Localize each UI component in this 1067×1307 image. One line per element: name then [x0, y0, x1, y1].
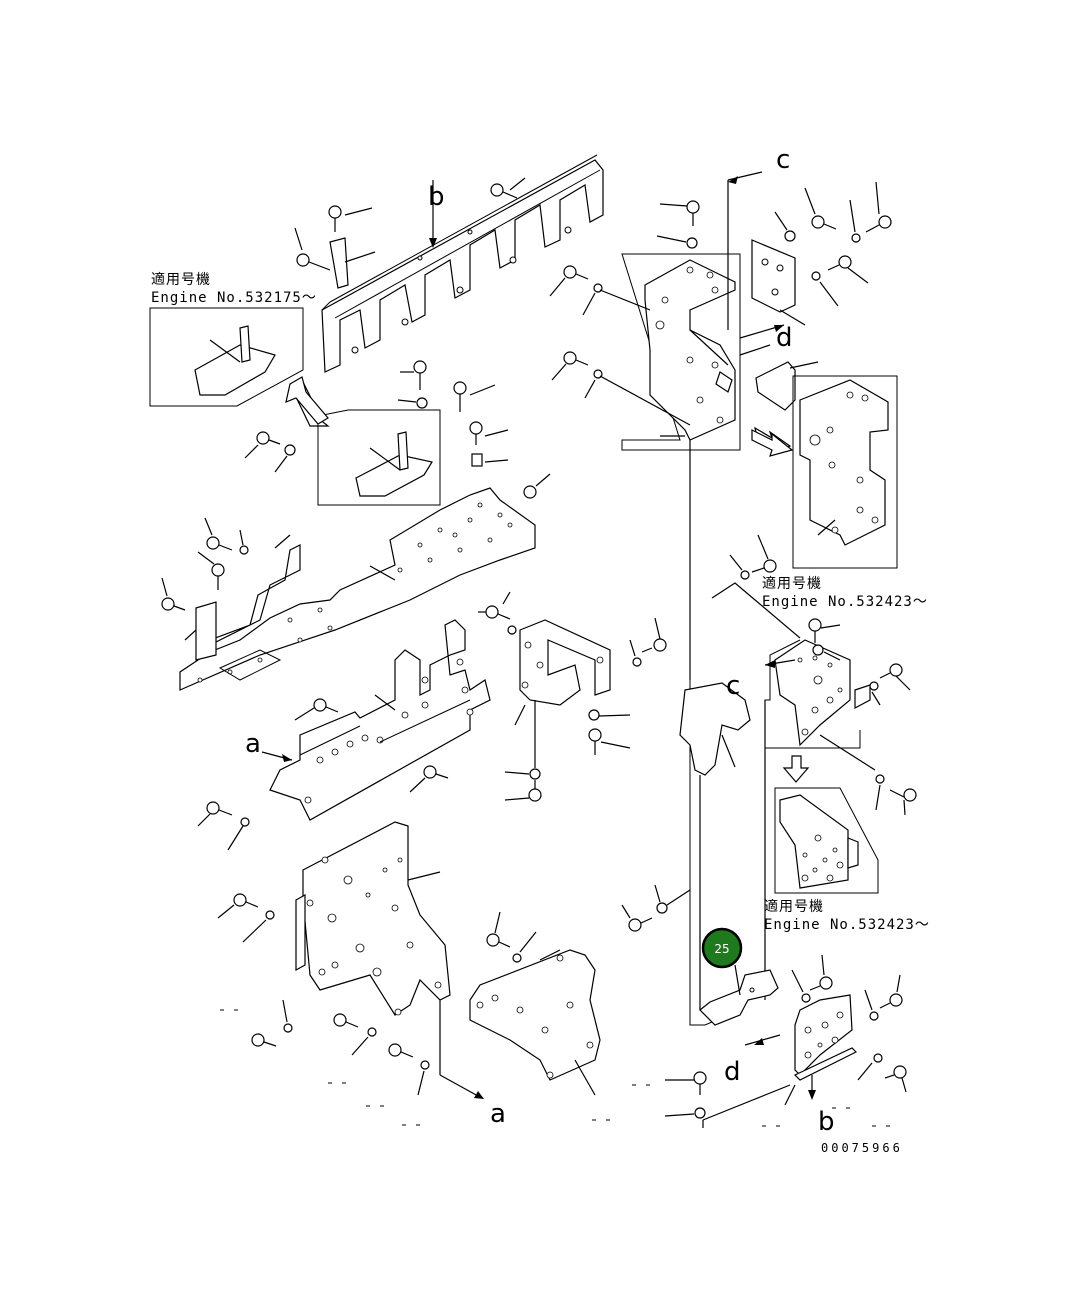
bolt-group-center — [244, 360, 551, 499]
note-2-en: Engine No.532423～ — [762, 594, 928, 610]
top-bracket — [321, 154, 604, 373]
lower-middle-plate — [469, 949, 601, 1096]
note-3-en: Engine No.532423～ — [764, 917, 930, 933]
letter-b-bottom: b — [818, 1107, 835, 1137]
center-bracket — [478, 591, 667, 802]
lower-left-plate — [295, 821, 451, 1016]
right-bottom-bracket — [621, 884, 907, 1128]
letter-a-left: a — [245, 729, 261, 759]
bolt-group-lower-left — [217, 893, 537, 1099]
letter-d-bottom: d — [724, 1057, 741, 1087]
dash-marks — [220, 1009, 890, 1127]
main-frame — [261, 619, 491, 821]
hollow-arrows — [285, 376, 794, 457]
inset-middle — [317, 409, 441, 506]
bolt-group-top — [294, 177, 526, 271]
callout-25[interactable]: 25 — [701, 927, 743, 969]
bent-plate-left — [184, 534, 301, 661]
letter-b-top: b — [428, 182, 445, 212]
hollow-down-arrow — [782, 755, 810, 783]
letter-c-top: c — [776, 145, 790, 175]
bolt-group-left-mid — [161, 517, 249, 611]
note-engine-532423-lower: 適用号機 Engine No.532423～ — [764, 898, 930, 933]
bolt-group-right-mid — [711, 534, 801, 639]
arrow-letters: a a b b c c d d — [245, 145, 835, 1137]
callout-label: 25 — [714, 942, 729, 956]
letter-c-mid: c — [726, 671, 740, 701]
letter-a-bottom: a — [490, 1099, 506, 1129]
letter-d-mid: d — [776, 323, 793, 353]
inset-engine-532175 — [149, 307, 330, 427]
upper-right-bolts — [739, 181, 892, 411]
right-mid-bracket — [764, 618, 917, 816]
note-engine-532423-upper: 適用号機 Engine No.532423～ — [762, 575, 928, 610]
top-clip — [329, 237, 376, 289]
note-3-jp: 適用号機 — [764, 898, 824, 915]
bolt-group-frame — [197, 698, 449, 851]
right-lower-bracket — [679, 680, 779, 1026]
inset-right-lower — [774, 787, 879, 894]
note-2-jp: 適用号機 — [762, 575, 822, 592]
upper-right-box — [549, 171, 771, 680]
note-engine-532175: 適用号機 Engine No.532175～ — [151, 271, 317, 306]
note-1-en: Engine No.532175～ — [151, 290, 317, 306]
note-1-jp: 適用号機 — [151, 271, 211, 288]
callout-circle[interactable] — [701, 927, 743, 969]
drawing-number: 00075966 — [821, 1141, 903, 1155]
large-plate — [179, 487, 536, 691]
